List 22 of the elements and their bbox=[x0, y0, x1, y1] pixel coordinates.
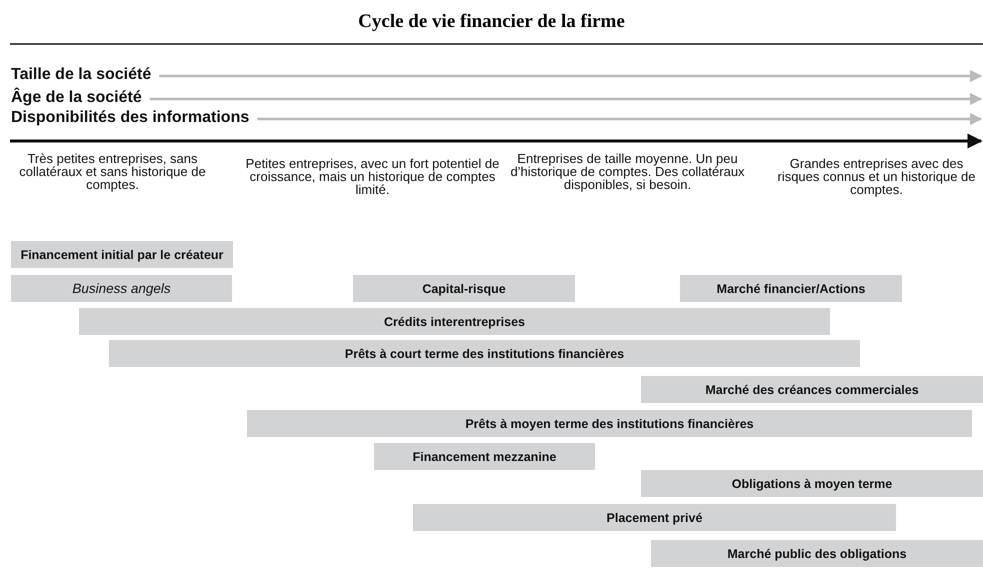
stage-description: Grandes entreprises avec des risques connus et un historique de comptes. bbox=[776, 157, 976, 196]
financing-bar: Prêts à court terme des institutions financières bbox=[109, 340, 860, 367]
financing-bar: Financement mezzanine bbox=[374, 443, 595, 470]
financing-bar: Marché des créances commerciales bbox=[641, 376, 983, 403]
stage-description: Petites entreprises, avec un fort potentiel de croissance, mais un historique de comptes limité. bbox=[244, 157, 500, 196]
axis-label: Disponibilités des informations bbox=[11, 109, 250, 127]
arrow bbox=[150, 92, 982, 106]
financing-bar: Financement initial par le créateur bbox=[11, 241, 233, 268]
arrow bbox=[159, 70, 982, 82]
financing-bar: Obligations à moyen terme bbox=[641, 470, 983, 497]
stage-description: Très petites entreprises, sans collatéraux et sans historique de comptes. bbox=[18, 152, 207, 191]
financing-bar: Capital-risque bbox=[353, 275, 575, 302]
financing-bar: Prêts à moyen terme des institutions financières bbox=[247, 410, 972, 437]
title: Cycle de vie financier de la firme bbox=[357, 11, 626, 33]
financing-bar: Marché financier/Actions bbox=[680, 275, 902, 302]
axis-label: Taille de la société bbox=[11, 66, 152, 84]
financing-bar: Placement privé bbox=[413, 504, 896, 531]
financing-bar: Business angels bbox=[11, 275, 232, 302]
financing-bar: Crédits interentreprises bbox=[79, 308, 830, 335]
financing-bar: Marché public des obligations bbox=[651, 540, 983, 567]
axis-label: Âge de la société bbox=[11, 89, 142, 107]
arrow bbox=[257, 112, 982, 126]
